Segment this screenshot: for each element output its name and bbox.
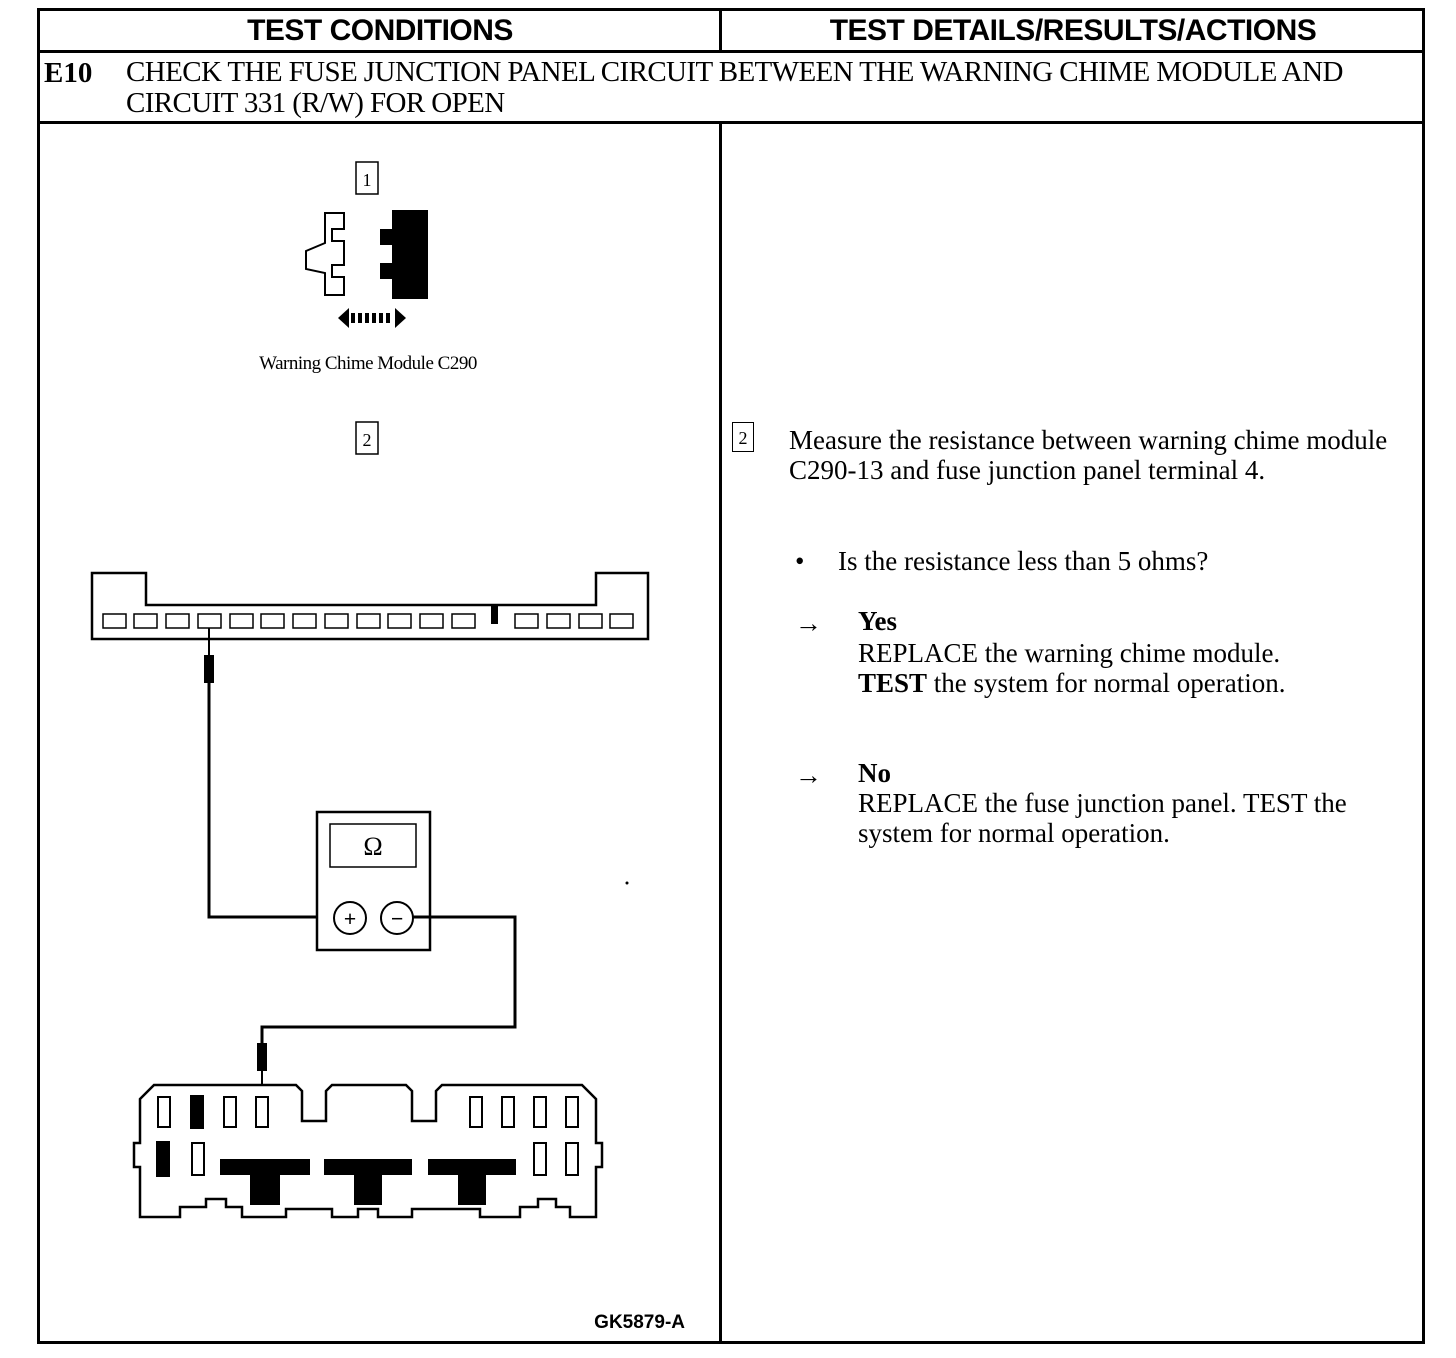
header-divider [40,50,1422,53]
no-action: REPLACE the fuse junction panel. TEST th… [858,788,1347,848]
yes-label: Yes [858,606,897,636]
header-test-details: TEST DETAILS/RESULTS/ACTIONS [829,14,1317,47]
ohm-display: Ω [363,832,382,861]
step1-number: 1 [363,170,372,190]
yes-action-1: REPLACE the warning chime module. [858,638,1418,668]
yes-action-2-rest: the system for normal operation. [927,668,1286,698]
column-divider [719,123,722,1343]
step2-number-box [355,421,379,455]
question-text: Is the resistance less than 5 ohms? [838,546,1209,576]
details-step-number: 2 [732,422,754,452]
yes-arrow-icon: → [795,608,822,638]
instruction-text: Measure the resistance between warning c… [789,425,1388,485]
yes-action-2: TEST the system for normal operation. [858,668,1418,698]
scan-dot [625,881,629,885]
title-divider [40,121,1422,124]
plus-terminal: + [344,906,357,931]
chime-module-connector [90,571,650,641]
fuse-junction-panel-connector [132,1083,604,1219]
yes-action-1-rest: the warning chime module. [978,638,1281,668]
yes-action-1-verb: REPLACE [858,638,979,668]
ohmmeter: Ω + − [315,810,432,952]
connector-icon [305,210,428,299]
step-title: CHECK THE FUSE JUNCTION PANEL CIRCUIT BE… [126,56,1343,119]
figure-id: GK5879-A [594,1312,685,1333]
connector-label: Warning Chime Module C290 [259,353,477,374]
test-diagram: 1 Warning Chime Module C290 2 [90,161,685,1333]
step-id: E10 [44,57,93,89]
yes-action-2-verb: TEST [858,668,928,698]
positive-probe [204,628,318,919]
header-test-conditions: TEST CONDITIONS [247,14,513,47]
disconnect-arrow-icon [338,308,406,328]
minus-terminal: − [391,906,404,931]
step2-number: 2 [363,430,372,450]
no-arrow-icon: → [795,760,822,790]
step1-number-box [355,161,379,195]
bullet: • [795,546,805,576]
header-column-divider [719,11,722,51]
test-table: TEST CONDITIONS TEST DETAILS/RESULTS/ACT… [37,8,1425,1344]
no-label: No [858,758,891,788]
